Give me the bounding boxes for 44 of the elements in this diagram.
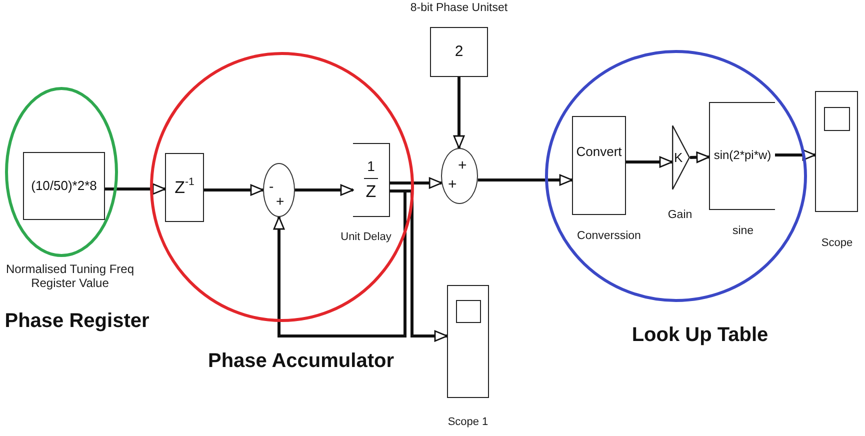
group-title: Look Up Table: [632, 323, 768, 348]
group-title: Phase Accumulator: [208, 349, 394, 374]
block-label: 1: [367, 158, 375, 175]
arrow: [626, 156, 673, 168]
arrow: [775, 149, 816, 161]
scope-block: [447, 285, 489, 398]
arrow: [478, 174, 573, 186]
block-caption: Scope 1: [448, 415, 488, 429]
block-caption: Converssion: [577, 229, 641, 243]
constant-block: [430, 27, 488, 77]
block-caption: Normalised Tuning Freq Register Value: [4, 262, 136, 290]
sign-label: +: [276, 194, 284, 208]
block-label: Z: [366, 182, 376, 202]
block-label: 2: [454, 43, 464, 61]
function-block: [709, 102, 775, 210]
block-label: sin(2*pi*w): [714, 149, 772, 163]
block-label: K: [674, 150, 683, 164]
block-caption: 8-bit Phase Unitset: [410, 1, 508, 16]
sum-junction: [441, 148, 478, 204]
arrow: [390, 177, 442, 189]
group-title: Phase Register: [4, 309, 150, 334]
arrow: [295, 184, 354, 196]
arrow: [690, 152, 710, 164]
sum-junction: [263, 163, 295, 217]
block-label: (10/50)*2*8: [31, 178, 97, 194]
constant-block: [23, 152, 105, 220]
convert-block: [572, 116, 626, 215]
arrow: [273, 190, 406, 338]
block-caption: Scope: [821, 236, 853, 250]
block-label: Convert: [576, 145, 622, 160]
delay-block: [165, 153, 204, 222]
sign-label: +: [458, 158, 467, 173]
scope-block: [815, 91, 858, 212]
arrow: [390, 190, 448, 342]
block-caption: Unit Delay: [340, 230, 392, 244]
sign-label: -: [269, 179, 274, 193]
delay-block: [353, 143, 390, 217]
arrow: [453, 77, 465, 149]
arrow: [204, 184, 264, 196]
sign-label: +: [448, 177, 457, 192]
block-caption: sine: [732, 224, 754, 238]
arrow: [105, 183, 166, 195]
block-label: Z$^{-1}$: [174, 178, 194, 198]
block-caption: Gain: [668, 208, 692, 222]
